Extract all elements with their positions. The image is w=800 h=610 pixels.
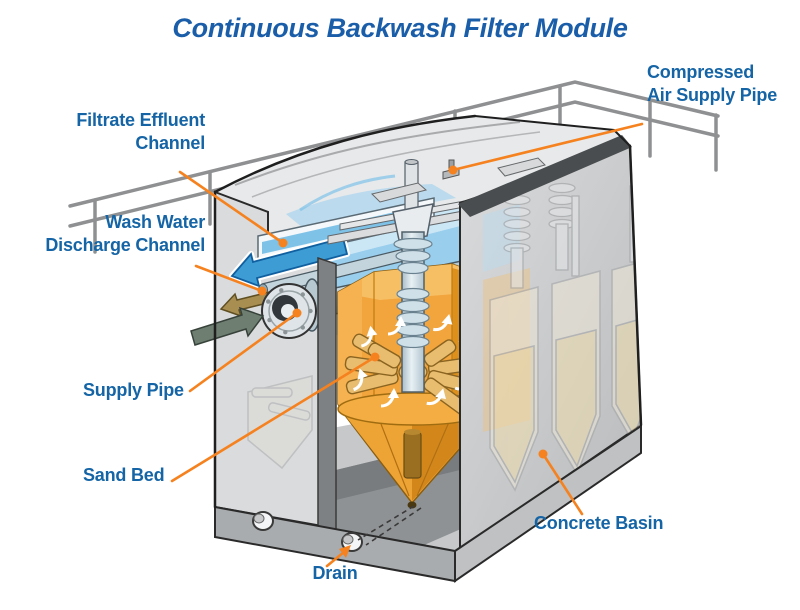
leader-arrowhead-drain — [339, 545, 351, 558]
leader-concrete-basin — [541, 452, 584, 516]
leader-dot-filtrate — [278, 238, 288, 248]
concrete-basin-wall — [458, 135, 643, 551]
drain-flow-dashes — [357, 505, 422, 546]
label-drain: Drain — [312, 563, 358, 583]
label-line: Compressed — [647, 62, 755, 82]
label-line: Channel — [135, 133, 205, 154]
inner-wall-cut-left — [317, 256, 337, 554]
leader-supply-pipe — [188, 311, 299, 393]
leader-dot-compressed-air — [448, 165, 458, 175]
label-filtrate-effluent-channel: Filtrate Effluent Channel — [76, 109, 205, 155]
label-supply-pipe: Supply Pipe — [83, 380, 184, 400]
label-line: Air Supply Pipe — [647, 85, 778, 106]
label-line: Wash Water — [105, 212, 205, 232]
ghost-modules — [489, 182, 641, 492]
supply-flow-arrow — [190, 306, 265, 346]
leader-dot-concrete-basin — [538, 449, 548, 459]
label-line: Discharge Channel — [45, 235, 205, 256]
page-title: Continuous Backwash Filter Module — [172, 13, 628, 43]
leader-dot-wash-water — [257, 286, 267, 296]
leader-dot-supply-pipe — [292, 308, 302, 318]
label-line: Filtrate Effluent — [76, 110, 205, 130]
deck-rim — [458, 135, 632, 217]
drain-port-left — [252, 511, 274, 531]
leader-compressed-air — [451, 122, 644, 172]
base-slab — [214, 424, 642, 583]
leader-sand-bed — [170, 355, 377, 483]
leader-dot-sand-bed — [370, 352, 380, 362]
label-compressed-air-supply-pipe: Compressed Air Supply Pipe — [647, 61, 777, 107]
label-sand-bed: Sand Bed — [83, 465, 165, 485]
leader-lines — [170, 122, 644, 568]
airlift-pipe-graphic — [392, 159, 434, 393]
leader-drain — [325, 550, 346, 568]
label-wash-water-discharge-channel: Wash Water Discharge Channel — [45, 211, 205, 257]
label-concrete-basin: Concrete Basin — [534, 513, 664, 533]
leader-wash-water — [194, 264, 264, 293]
filtrate-flow-arrow — [230, 236, 349, 288]
leader-filtrate — [178, 170, 285, 245]
